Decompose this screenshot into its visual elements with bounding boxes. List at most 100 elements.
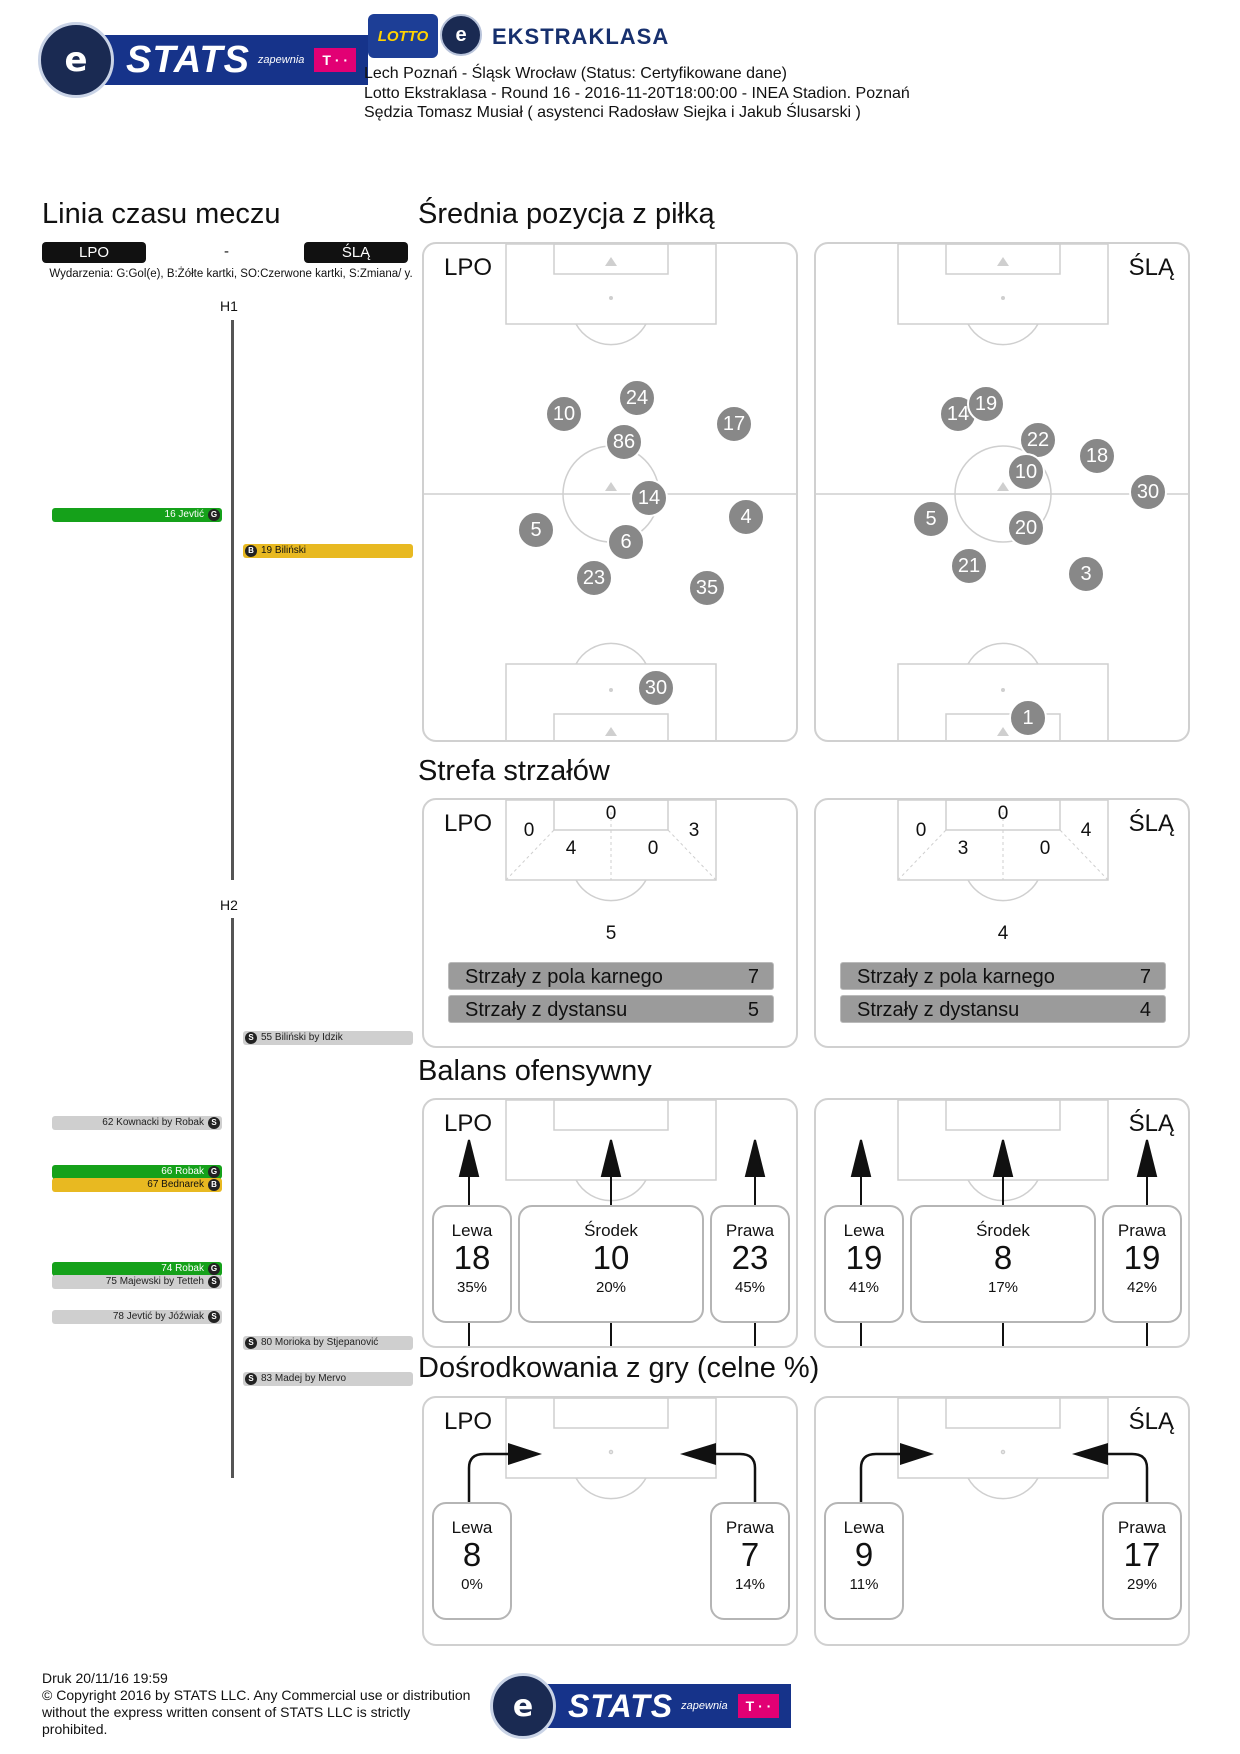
event-type-badge: G — [208, 1263, 220, 1275]
player-marker: 21 — [950, 547, 988, 585]
crosses-home-right-value: 7 — [740, 1536, 760, 1573]
shot-away-outside: 4 — [997, 923, 1009, 944]
shot-home-distance-bar: Strzały z dystansu 5 — [448, 995, 774, 1023]
crosses-title: Dośrodkowania z gry (celne %) — [418, 1352, 820, 1384]
event-type-badge: G — [208, 509, 220, 521]
crosses-away-right-box: Prawa 17 29% — [1102, 1502, 1182, 1620]
timeline-away-team: ŚLĄ — [304, 242, 408, 263]
shot-home-right-in: 0 — [647, 838, 659, 859]
balance-away-left-value: 19 — [845, 1239, 883, 1276]
crosses-away-left-box: Lewa 9 11% — [824, 1502, 904, 1620]
player-marker: 10 — [545, 395, 583, 433]
shot-home-team-label: LPO — [444, 810, 493, 837]
shot-home-distance-value: 5 — [747, 999, 759, 1021]
player-marker: 20 — [1007, 509, 1045, 547]
balance-away-team-label: ŚLĄ — [1128, 1110, 1174, 1137]
timeline-separator: - — [224, 243, 229, 260]
pitch-lines-icon — [424, 244, 796, 740]
crosses-away-left-pct: 11% — [849, 1576, 879, 1593]
player-marker: 3 — [1067, 555, 1105, 593]
crosses-home-right-pct: 14% — [734, 1576, 766, 1593]
player-marker: 6 — [607, 523, 645, 561]
football-icon: e — [38, 22, 114, 98]
shot-away-right-out: 4 — [1080, 820, 1092, 841]
timeline-h1-axis — [231, 320, 234, 880]
balance-away-left-pct: 41% — [848, 1279, 880, 1296]
player-marker: 35 — [688, 569, 726, 607]
shot-home-distance-label: Strzały z dystansu — [465, 999, 628, 1021]
stats-logo: e STATS zapewnia T · · — [38, 22, 369, 98]
lotto-logo: LOTTO — [368, 14, 438, 58]
footer-stats-logo: e STATS zapewnia T · · — [490, 1673, 792, 1739]
shot-away-left-in: 3 — [957, 838, 969, 859]
ekstraklasa-logo: EKSTRAKLASA — [492, 24, 670, 49]
crosses-away-team-label: ŚLĄ — [1128, 1408, 1174, 1435]
player-marker: 5 — [912, 500, 950, 538]
player-marker: 1 — [1009, 699, 1047, 737]
event-type-badge: S — [208, 1276, 220, 1288]
crosses-home-left-value: 8 — [462, 1536, 482, 1573]
balance-home-team-label: LPO — [444, 1110, 493, 1137]
event-type-badge: S — [245, 1373, 257, 1385]
balance-away-right-box: Prawa 19 42% — [1102, 1205, 1182, 1323]
shot-away-box-bar: Strzały z pola karnego 7 — [840, 962, 1166, 990]
copyright-text: © Copyright 2016 by STATS LLC. Any Comme… — [42, 1687, 471, 1737]
balance-home-center-pct: 20% — [595, 1279, 627, 1296]
timeline-home-team: LPO — [42, 242, 146, 263]
football-icon: e — [490, 1673, 556, 1739]
player-marker: 10 — [1007, 453, 1045, 491]
balance-home-left-box: Lewa 18 35% — [432, 1205, 512, 1323]
player-marker: 23 — [575, 559, 613, 597]
shot-home-left-in: 4 — [565, 838, 577, 859]
crosses-home-panel: LPO Lewa 8 0% Prawa 7 14% — [422, 1396, 798, 1646]
event-type-badge: B — [245, 545, 257, 557]
avg-away-team-label: ŚLĄ — [1128, 254, 1174, 281]
crosses-away-left-label: Lewa — [843, 1518, 885, 1537]
shot-zone-pitch-icon — [897, 800, 1109, 902]
attack-balance-home-panel: LPO Lewa 18 35% Środek 10 20% Prawa 23 4… — [422, 1098, 798, 1348]
shot-home-box-value: 7 — [747, 966, 759, 988]
crosses-home-right-label: Prawa — [725, 1518, 775, 1537]
cross-arrows-icon — [467, 1398, 757, 1508]
shot-away-box-label: Strzały z pola karnego — [857, 966, 1055, 988]
balance-away-right-label: Prawa — [1117, 1221, 1167, 1240]
player-marker: 5 — [517, 511, 555, 549]
event-type-badge: S — [208, 1311, 220, 1323]
shot-away-top: 0 — [997, 803, 1009, 824]
pitch-lines-icon — [816, 244, 1188, 740]
balance-away-right-value: 19 — [1123, 1239, 1161, 1276]
shot-home-outside: 5 — [605, 923, 617, 944]
stats-subtitle: zapewnia — [257, 54, 305, 66]
player-marker: 17 — [715, 405, 753, 443]
timeline-h1-label: H1 — [220, 298, 238, 314]
ekstraklasa-ball-icon: e — [440, 14, 482, 56]
timeline-legend: Wydarzenia: G:Gol(e), B:Żółte kartki, SO… — [49, 268, 413, 280]
avg-position-title: Średnia pozycja z piłką — [418, 198, 715, 230]
shot-away-box-value: 7 — [1139, 966, 1151, 988]
footer: Druk 20/11/16 19:59 © Copyright 2016 by … — [42, 1670, 472, 1738]
balance-away-center-value: 8 — [993, 1239, 1013, 1276]
shot-away-distance-bar: Strzały z dystansu 4 — [840, 995, 1166, 1023]
stats-wordmark: STATS — [126, 38, 250, 81]
balance-home-left-pct: 35% — [456, 1279, 488, 1296]
print-date: Druk 20/11/16 19:59 — [42, 1670, 168, 1686]
timeline-h2-axis — [231, 918, 234, 1478]
crosses-home-left-label: Lewa — [451, 1518, 493, 1537]
crosses-away-left-value: 9 — [854, 1536, 874, 1573]
balance-home-left-label: Lewa — [451, 1221, 493, 1240]
shot-home-right-out: 3 — [688, 820, 700, 841]
stats-banner: STATS zapewnia T · · — [96, 35, 369, 85]
shot-home-box-bar: Strzały z pola karnego 7 — [448, 962, 774, 990]
shot-home-left-out: 0 — [523, 820, 535, 841]
balance-away-center-label: Środek — [976, 1221, 1030, 1240]
balance-home-center-label: Środek — [584, 1221, 638, 1240]
crosses-home-team-label: LPO — [444, 1408, 493, 1435]
balance-away-center-box: Środek 8 17% — [910, 1205, 1096, 1323]
timeline-title: Linia czasu meczu — [42, 198, 281, 230]
